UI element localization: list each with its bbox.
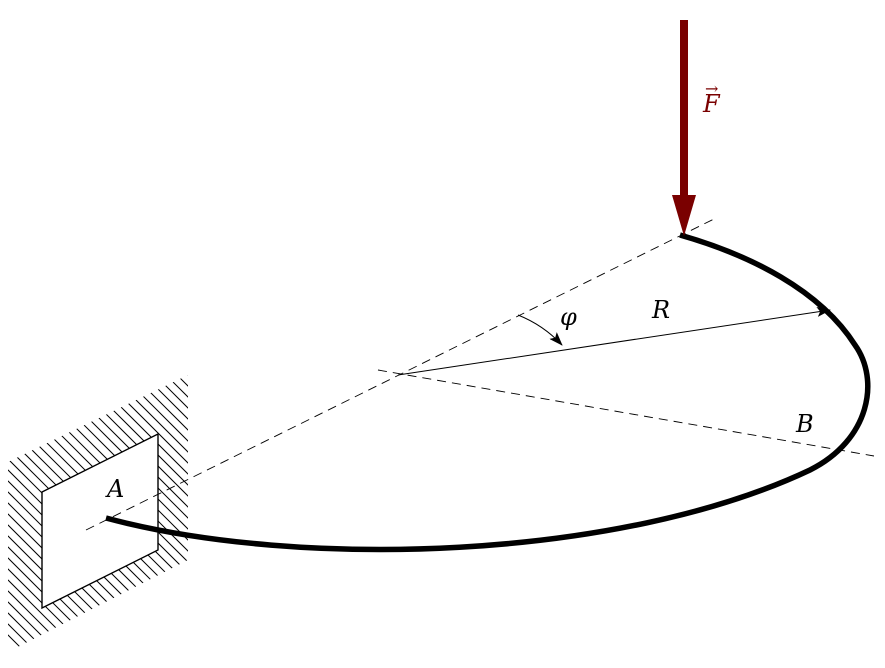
radius-arrow bbox=[397, 306, 831, 376]
dashed-axis-center-to-b bbox=[377, 369, 875, 457]
point-b-label: B bbox=[795, 410, 814, 438]
curved-beam bbox=[105, 232, 871, 553]
force-vector-mark: → bbox=[705, 79, 718, 98]
wall-plate bbox=[41, 432, 159, 610]
radius-label: R bbox=[651, 296, 670, 324]
point-a-label: A bbox=[105, 475, 124, 503]
angle-label: φ bbox=[560, 303, 577, 331]
force-label: F bbox=[702, 90, 721, 118]
force-arrow bbox=[672, 20, 696, 236]
angle-arc bbox=[517, 314, 563, 346]
